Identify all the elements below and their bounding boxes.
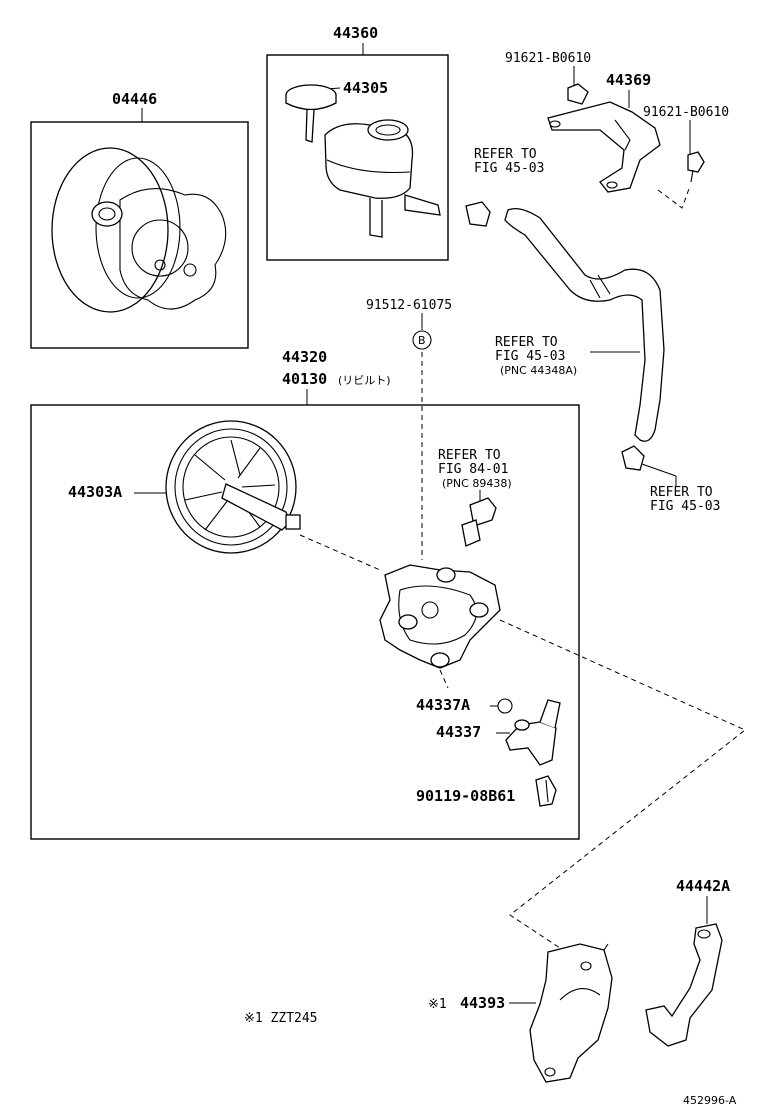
refer-clamp-line1[interactable]: REFER TO [650, 485, 713, 500]
refer-hose-line2[interactable]: FIG 45-03 [495, 349, 565, 364]
bracket-44442a-drawing [645, 923, 723, 1047]
lower-bracket-group: 44442A ※1 44393 [428, 877, 730, 1083]
refer-hose-line3[interactable]: (PNC 44348A) [500, 364, 577, 377]
return-hose [504, 207, 665, 442]
label-circle-b[interactable]: B [418, 334, 426, 347]
bolt-91512-group: 91512-61075 B [366, 298, 452, 560]
label-44320[interactable]: 44320 [282, 348, 327, 366]
label-40130-note[interactable]: (リビルト) [338, 374, 391, 387]
bracket-44369-drawing [547, 83, 705, 193]
label-44369[interactable]: 44369 [606, 71, 651, 89]
pump-assembly-group: 44320 40130 (リビルト) 44303A REFER TO FIG 8… [30, 348, 580, 840]
pressure-switch-drawing [461, 497, 497, 547]
label-04446[interactable]: 04446 [112, 90, 157, 108]
refer-top-line1[interactable]: REFER TO [474, 147, 537, 162]
pulley-drawing [165, 420, 301, 554]
reservoir-box [266, 54, 449, 261]
label-44393[interactable]: 44393 [460, 994, 505, 1012]
hose-clamp-top [465, 201, 491, 227]
refer-top-line2[interactable]: FIG 45-03 [474, 161, 544, 176]
figure-id[interactable]: 452996-A [683, 1094, 737, 1107]
reservoir-cap-drawing [285, 84, 337, 143]
label-44442a[interactable]: 44442A [676, 877, 730, 895]
label-44337[interactable]: 44337 [436, 723, 481, 741]
refer-sensor-line1[interactable]: REFER TO [438, 448, 501, 463]
oring-drawing [497, 698, 513, 714]
reservoir-group: 44360 44305 [266, 24, 449, 261]
reference-circle-b [412, 330, 432, 350]
union-bolt-drawing [535, 775, 557, 807]
reservoir-tank-drawing [324, 119, 441, 238]
refer-clamp-line2[interactable]: FIG 45-03 [650, 499, 720, 514]
gasket-kit-drawing [51, 147, 227, 313]
label-44305[interactable]: 44305 [343, 79, 388, 97]
hose-clamp-bottom [621, 445, 645, 471]
refer-sensor-line3[interactable]: (PNC 89438) [442, 477, 512, 490]
refer-sensor-line2[interactable]: FIG 84-01 [438, 462, 508, 477]
gasket-kit-box [30, 121, 249, 349]
pump-assembly-box [30, 404, 580, 840]
label-44360[interactable]: 44360 [333, 24, 378, 42]
refer-hose-line1[interactable]: REFER TO [495, 335, 558, 350]
label-91621-a[interactable]: 91621-B0610 [505, 51, 591, 66]
pump-body-drawing [379, 564, 501, 669]
hose-group: REFER TO FIG 45-03 REFER TO FIG 45-03 (P… [465, 147, 720, 514]
gasket-kit-group: 04446 [30, 90, 249, 349]
union-drawing [505, 699, 561, 766]
label-40130[interactable]: 40130 [282, 370, 327, 388]
assembly-dashed-line [499, 619, 746, 949]
label-91621-b[interactable]: 91621-B0610 [643, 105, 729, 120]
label-44303a[interactable]: 44303A [68, 483, 122, 501]
model-note[interactable]: ※1 ZZT245 [244, 1011, 318, 1026]
bracket-44393-drawing [529, 943, 613, 1083]
label-90119[interactable]: 90119-08B61 [416, 787, 515, 805]
label-91512[interactable]: 91512-61075 [366, 298, 452, 313]
upper-bracket-group: 91621-B0610 44369 91621-B0610 [505, 51, 729, 209]
label-44393-mark[interactable]: ※1 [428, 997, 447, 1012]
label-44337a[interactable]: 44337A [416, 696, 470, 714]
